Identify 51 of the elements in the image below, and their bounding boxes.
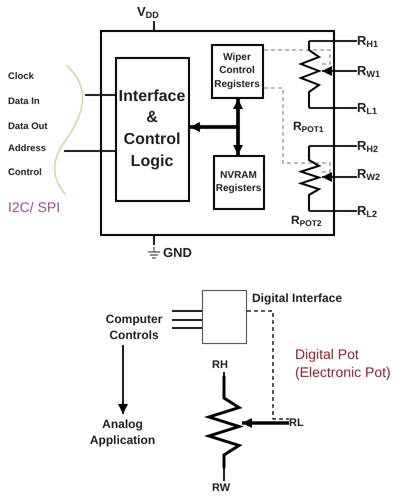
bus-label: I2C/ SPI [8, 199, 60, 215]
annotation: Digital Pot (Electronic Pot) [295, 345, 392, 382]
signal-label: Address [8, 143, 46, 154]
wire [223, 372, 225, 376]
wire [153, 236, 155, 245]
arrow [190, 122, 240, 155]
wire [308, 107, 357, 109]
pin-label: RW [212, 481, 238, 495]
component-label: R$_{POT1}$ [293, 119, 324, 134]
arrow [322, 66, 357, 76]
pin-label: R$_{W2}$ [357, 166, 399, 183]
pin-label: R$_{W1}$ [357, 63, 399, 80]
pin-label: GND [163, 245, 192, 260]
arrow [118, 345, 128, 414]
register-block: Wiper Control Registers [210, 44, 264, 98]
pin-label: RL [289, 416, 309, 430]
pin-label: RH [212, 358, 236, 372]
register-block: NVRAM Registers [212, 154, 264, 210]
wire [308, 210, 357, 212]
block-label: Analog Application [80, 414, 165, 450]
wire [64, 150, 115, 152]
wire [308, 145, 357, 147]
signal-label: Clock [8, 71, 34, 82]
chip-outline [100, 30, 335, 236]
interface-box [202, 290, 247, 344]
component-label: R$_{POT2}$ [291, 213, 322, 228]
wire [172, 310, 202, 312]
dashed-line [264, 87, 331, 173]
dashed-line [247, 310, 289, 420]
wire [308, 40, 357, 42]
resistor-symbol [300, 40, 322, 108]
pin-label: R$_{H1}$ [357, 33, 399, 50]
dashed-line [264, 49, 331, 65]
wire [172, 319, 202, 321]
pin-label: R$_{L2}$ [357, 203, 399, 220]
pin-label: R$_{L1}$ [357, 100, 399, 117]
resistor-symbol [300, 146, 322, 210]
signal-label: Data Out [8, 121, 48, 132]
wire [172, 327, 202, 329]
wire [85, 94, 115, 96]
wire [223, 468, 225, 481]
logic-block: Interface & Control Logic [114, 56, 190, 202]
signal-label: Control [8, 167, 42, 178]
block-label: Computer Controls [96, 309, 172, 345]
block-label: Digital Interface [252, 291, 342, 305]
signal-label: Data In [8, 96, 40, 107]
arrow [322, 172, 357, 182]
pin-label: R$_{H2}$ [357, 138, 399, 155]
pin-label: V$_{DD}$ [137, 3, 173, 21]
arrow [242, 418, 289, 428]
wire [153, 21, 155, 30]
